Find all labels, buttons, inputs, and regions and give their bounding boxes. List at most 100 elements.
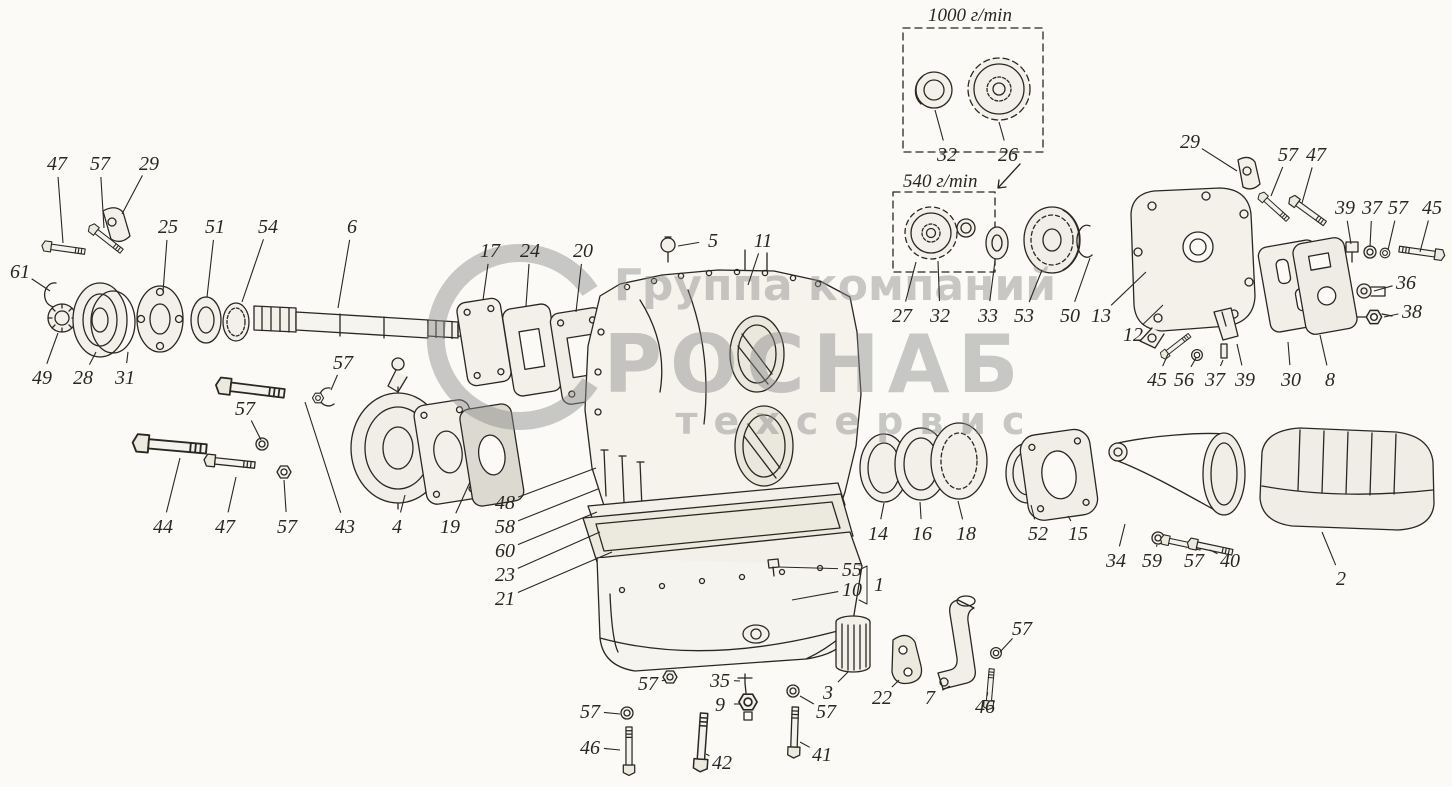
leader-line-16 bbox=[919, 501, 922, 520]
callout-9: 9 bbox=[715, 694, 725, 716]
leader-line-18 bbox=[957, 500, 964, 520]
leader-line-45 bbox=[1162, 353, 1169, 367]
leader-line-50 bbox=[1074, 257, 1091, 302]
leader-line-61 bbox=[31, 278, 51, 292]
callout-25: 25 bbox=[158, 216, 178, 238]
callout-32: 32 bbox=[929, 305, 950, 327]
callout-3: 3 bbox=[822, 682, 833, 704]
callout-37: 37 bbox=[1361, 197, 1383, 219]
leader-line-44 bbox=[165, 457, 181, 513]
leader-line-21 bbox=[517, 551, 613, 593]
leader-line-6 bbox=[337, 239, 351, 309]
leader-line-7 bbox=[942, 685, 951, 691]
callout-brace-1 bbox=[858, 565, 868, 605]
leader-line-22 bbox=[891, 679, 900, 688]
callout-30: 30 bbox=[1280, 369, 1301, 391]
bolt-icon bbox=[692, 712, 712, 773]
leader-line-37 bbox=[1369, 220, 1372, 248]
leader-line-5 bbox=[677, 241, 700, 247]
bolt-icon bbox=[1286, 193, 1329, 229]
leader-line-10 bbox=[791, 590, 839, 601]
arrow-icon bbox=[997, 163, 1021, 189]
leader-line-30 bbox=[1287, 341, 1291, 366]
callout-12: 12 bbox=[1123, 324, 1143, 346]
callout-58: 58 bbox=[495, 516, 515, 538]
callout-14: 14 bbox=[868, 523, 888, 545]
washer-icon bbox=[990, 647, 1002, 659]
leader-line-19 bbox=[455, 481, 471, 514]
callout-54: 54 bbox=[258, 216, 278, 238]
watermark-logo-icon bbox=[426, 244, 598, 430]
callout-23: 23 bbox=[495, 564, 515, 586]
callout-61: 61 bbox=[10, 261, 30, 283]
leader-line-57 bbox=[1270, 166, 1284, 197]
callout-7: 7 bbox=[925, 687, 936, 709]
callout-57: 57 bbox=[1184, 550, 1205, 572]
callout-51: 51 bbox=[205, 216, 225, 238]
part-rear-cover bbox=[1130, 187, 1256, 349]
leader-line-29 bbox=[121, 175, 143, 215]
washer-icon bbox=[1191, 349, 1203, 361]
callout-50: 50 bbox=[1060, 305, 1080, 327]
inset-1000-box bbox=[902, 27, 1044, 153]
leader-line-12 bbox=[1142, 304, 1164, 325]
callout-36: 36 bbox=[1395, 272, 1416, 294]
callout-41: 41 bbox=[812, 744, 832, 766]
part-bottom-hardware bbox=[620, 595, 1002, 777]
callout-57: 57 bbox=[1278, 144, 1299, 166]
leader-line-32 bbox=[934, 109, 944, 141]
part-main-housing bbox=[584, 236, 862, 532]
callout-31: 31 bbox=[114, 367, 135, 389]
leader-line-49 bbox=[46, 332, 59, 365]
callout-17: 17 bbox=[480, 240, 501, 262]
leader-line-39 bbox=[1346, 220, 1352, 245]
leader-line-45 bbox=[1419, 220, 1429, 253]
part-retainer-plate bbox=[1005, 428, 1099, 521]
callout-26: 26 bbox=[998, 144, 1018, 166]
callout-8: 8 bbox=[1325, 369, 1335, 391]
callout-59: 59 bbox=[1142, 550, 1162, 572]
callout-57: 57 bbox=[277, 516, 298, 538]
part-shift-plate bbox=[1158, 237, 1358, 361]
inset-1000-label: 1000 г/min bbox=[928, 5, 1012, 26]
leader-line-57 bbox=[603, 711, 621, 715]
leader-line-57 bbox=[1387, 220, 1396, 251]
leader-line-23 bbox=[517, 531, 601, 569]
bolt-icon bbox=[622, 726, 636, 777]
leader-line-59 bbox=[1155, 544, 1158, 547]
bolt-icon bbox=[1255, 190, 1292, 224]
washer-icon bbox=[786, 684, 800, 698]
leader-lines-layer bbox=[31, 109, 1429, 757]
callout-45: 45 bbox=[1147, 369, 1167, 391]
leader-line-14 bbox=[880, 502, 885, 520]
callout-46: 46 bbox=[580, 737, 600, 759]
leader-line-58 bbox=[517, 488, 599, 522]
leader-line-46 bbox=[986, 692, 989, 697]
leader-line-57 bbox=[283, 479, 287, 513]
callout-32: 32 bbox=[936, 144, 957, 166]
callout-45: 45 bbox=[1422, 197, 1442, 219]
callout-60: 60 bbox=[495, 540, 515, 562]
callout-47: 47 bbox=[1306, 144, 1327, 166]
callout-57: 57 bbox=[638, 673, 659, 695]
callout-46: 46 bbox=[975, 696, 995, 718]
part-pto-unit bbox=[311, 357, 525, 510]
leader-line-2 bbox=[1321, 531, 1337, 566]
part-cone-cover bbox=[1108, 432, 1246, 516]
callout-27: 27 bbox=[892, 305, 913, 327]
callout-48: 48 bbox=[495, 492, 515, 514]
part-input-shaft bbox=[253, 305, 471, 340]
leader-line-56 bbox=[1190, 357, 1197, 368]
leader-line-57 bbox=[250, 420, 262, 441]
watermark-line3: техсервис bbox=[675, 399, 1040, 443]
leader-line-24 bbox=[525, 263, 530, 307]
callout-22: 22 bbox=[872, 687, 892, 709]
callout-16: 16 bbox=[912, 523, 932, 545]
callout-42: 42 bbox=[712, 752, 732, 774]
leader-line-53 bbox=[1028, 269, 1043, 303]
callout-18: 18 bbox=[956, 523, 976, 545]
leader-line-36 bbox=[1373, 285, 1393, 292]
part-fittings-right bbox=[1337, 241, 1447, 325]
leader-line-27 bbox=[905, 261, 917, 302]
